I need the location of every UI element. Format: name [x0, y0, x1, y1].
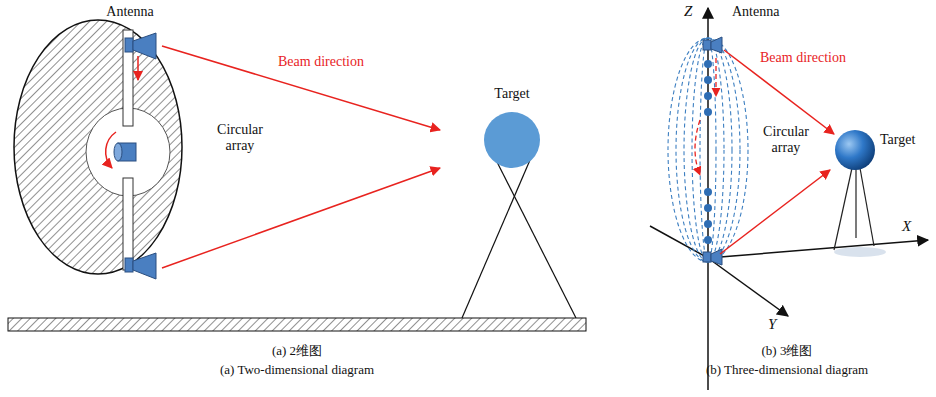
ground [8, 318, 586, 331]
antenna-horn [125, 33, 156, 279]
caption-cn: (a) 2维图 [272, 344, 322, 359]
circular-array-rings [668, 38, 748, 262]
beam-label: Beam direction [760, 50, 846, 66]
target-label: Target [880, 132, 915, 148]
motion-arrow [106, 56, 138, 168]
motion-arrow [695, 58, 716, 175]
caption-en: (a) Two-dimensional diagram [220, 363, 374, 378]
antenna-horn [703, 37, 722, 265]
coordinate-axes [650, 8, 928, 390]
array-element [704, 60, 712, 244]
axis-label: X [902, 218, 911, 235]
antenna-label: Antenna [106, 4, 153, 20]
array-label: Circular array [750, 124, 822, 156]
target-sphere [834, 130, 886, 257]
beam-line [720, 50, 834, 254]
axis-label: Y [768, 316, 776, 333]
caption-cn: (b) 3维图 [762, 344, 813, 359]
array-label: Circular array [204, 122, 276, 154]
target-sphere [462, 112, 576, 318]
beam-label: Beam direction [278, 54, 364, 70]
circular-array-disk [14, 20, 182, 274]
antenna-label: Antenna [732, 4, 779, 20]
axis-label: Z [684, 3, 692, 20]
target-label: Target [494, 86, 529, 102]
beam-line [162, 46, 440, 268]
caption-en: (b) Three-dimensional diagram [706, 363, 868, 378]
